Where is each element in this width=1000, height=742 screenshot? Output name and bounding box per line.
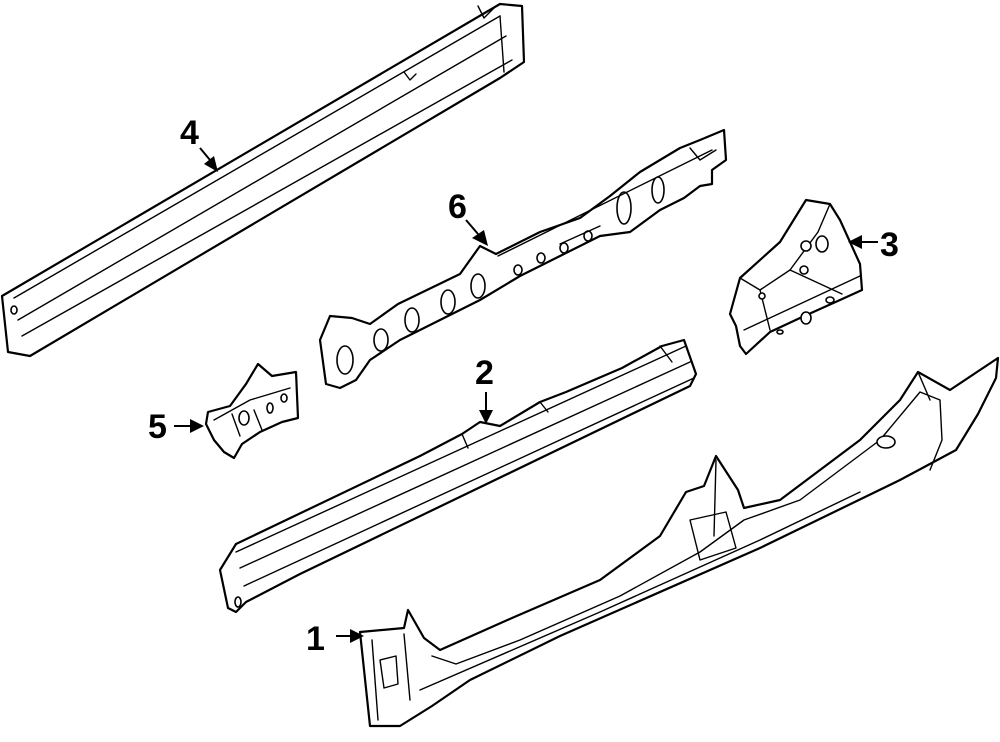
- part-6-inner-reinforcement[interactable]: [318, 128, 728, 390]
- callout-5: 5: [148, 408, 167, 446]
- part-4-upper-rail[interactable]: [0, 2, 526, 358]
- callout-2: 2: [475, 354, 494, 392]
- leader-2: [479, 392, 493, 424]
- callout-1: 1: [306, 620, 325, 658]
- leader-5: [174, 419, 204, 433]
- part-2-inner-rocker[interactable]: [218, 338, 698, 614]
- callout-3: 3: [880, 226, 899, 264]
- leader-6: [465, 219, 488, 246]
- part-1-outer-rocker[interactable]: [358, 356, 1000, 728]
- callout-6: 6: [448, 188, 467, 226]
- callout-4: 4: [180, 114, 199, 152]
- leader-4: [199, 147, 218, 172]
- part-3-pillar-bracket[interactable]: [728, 198, 864, 356]
- leader-1: [336, 629, 364, 643]
- leader-3: [848, 235, 878, 249]
- part-5-small-bracket[interactable]: [204, 362, 300, 460]
